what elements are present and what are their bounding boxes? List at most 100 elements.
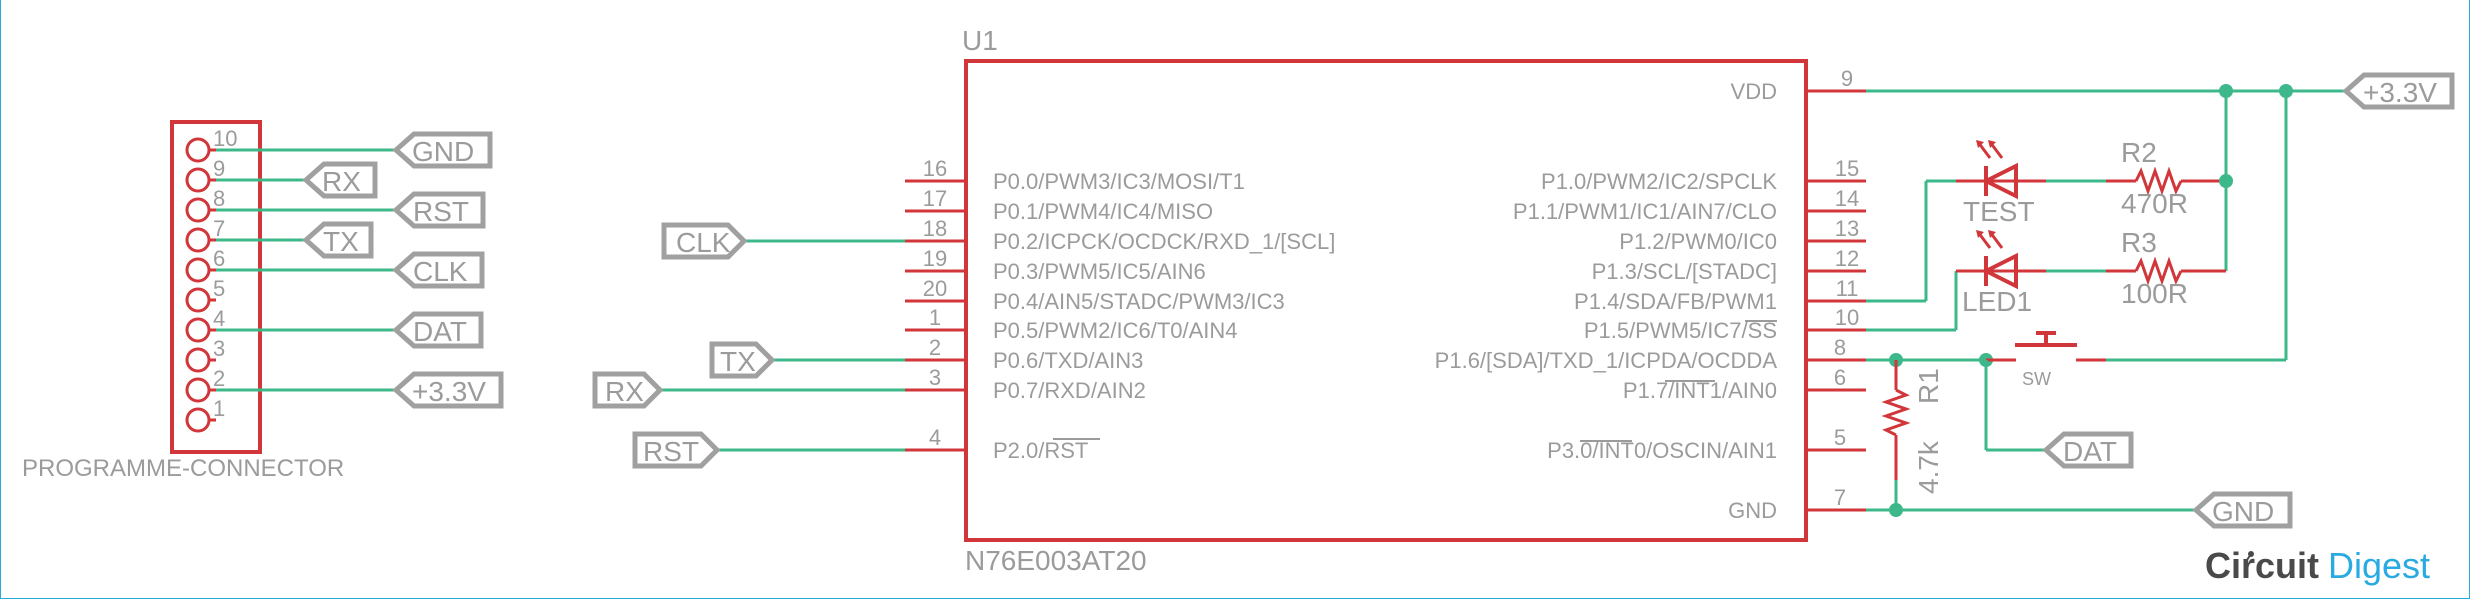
push-switch-sw: SW [2015, 331, 2286, 389]
ic-pin-number: 8 [1834, 335, 1846, 360]
ic-pin-function: P0.4/AIN5/STADC/PWM3/IC3 [993, 289, 1285, 314]
ic-pin-number: 4 [929, 425, 941, 450]
net-label-clk-ic: CLK [661, 222, 748, 260]
ic-pin-number: 16 [923, 156, 947, 181]
r2-ref: R2 [2121, 137, 2157, 168]
ic-pin-number: 14 [1835, 186, 1859, 211]
svg-text:DAT: DAT [413, 316, 467, 347]
svg-text:RX: RX [322, 166, 361, 197]
ground-net: GND [1866, 491, 2293, 529]
svg-text:CLK: CLK [676, 227, 731, 258]
svg-text:GND: GND [2212, 496, 2274, 527]
ic-pin-number: 5 [1834, 425, 1846, 450]
ic-pin-function: P0.2/ICPCK/OCDCK/RXD_1/[SCL] [993, 229, 1335, 254]
ic-pin-function: VDD [1731, 79, 1777, 104]
svg-text:RST: RST [643, 436, 699, 467]
net-label-gnd: GND [392, 131, 493, 169]
r1-value: 4.7k [1913, 440, 1944, 494]
ic-pin-number: 12 [1835, 246, 1859, 271]
net-label-tx: TX [302, 221, 374, 259]
ic-pin-function: P1.6/[SDA]/TXD_1/ICPDA/OCDDA [1435, 348, 1778, 373]
r3-ref: R3 [2121, 227, 2157, 258]
net-label-tx-ic: TX [709, 341, 776, 379]
ic-pin-number: 7 [1834, 485, 1846, 510]
ic-pin-function: P0.6/TXD/AIN3 [993, 348, 1143, 373]
ic-pin-function: P1.4/SDA/FB/PWM1 [1574, 289, 1777, 314]
power-rail: +3.3V [1866, 72, 2455, 360]
led-test: TEST [1866, 140, 2046, 303]
svg-text:+3.3V: +3.3V [412, 376, 486, 407]
ic-pin-number: 10 [1835, 305, 1859, 330]
net-label-dat: DAT [392, 311, 484, 349]
connector-pin-number: 6 [213, 246, 225, 271]
ic-pin-number: 17 [923, 186, 947, 211]
connector-pin-number: 1 [213, 396, 225, 421]
ic-pin-function: P0.7/RXD/AIN2 [993, 378, 1146, 403]
ic-pin-function: P3.0/INT0/OSCIN/AIN1 [1547, 438, 1777, 463]
ic-pin-number: 6 [1834, 365, 1846, 390]
ic-pin-number: 3 [929, 365, 941, 390]
ic-part-number: N76E003AT20 [965, 545, 1147, 576]
net-label-3v3: +3.3V [392, 371, 504, 409]
r1-ref: R1 [1913, 368, 1944, 404]
svg-text:DAT: DAT [2063, 436, 2117, 467]
ic-pin-function: P0.3/PWM5/IC5/AIN6 [993, 259, 1206, 284]
svg-text:TX: TX [720, 346, 756, 377]
svg-text:GND: GND [412, 136, 474, 167]
ic-pin-function: P1.7/INT1/AIN0 [1623, 378, 1777, 403]
ic-pin-function: P1.5/PWM5/IC7/SS [1584, 318, 1777, 343]
svg-text:RX: RX [605, 376, 644, 407]
connector-pin-number: 3 [213, 336, 225, 361]
led-1: LED1 [1866, 230, 2046, 332]
ic-left-nets: CLK TX RX RST [592, 222, 905, 469]
programme-connector: 10 9 8 7 6 5 4 3 2 1 PROGRAMME-CONNECTOR [22, 120, 344, 482]
net-label-gnd-right: GND [2192, 491, 2293, 529]
connector-pin-number: 4 [213, 306, 225, 331]
connector-pin-number: 10 [213, 126, 237, 151]
led-test-ref: TEST [1963, 196, 2035, 227]
svg-text:RST: RST [413, 196, 469, 227]
reset-switch-net: DAT [1866, 353, 2134, 469]
resistor-r1: R1 4.7k [1881, 360, 1944, 510]
net-label-3v3-right: +3.3V [2342, 72, 2455, 110]
resistor-r3: R3 100R [2046, 227, 2226, 309]
brand-digest: Digest [2328, 545, 2430, 586]
svg-text:TX: TX [323, 226, 359, 257]
r2-value: 470R [2121, 188, 2188, 219]
connector-nets: GND RX RST TX CLK DAT +3.3V [216, 131, 504, 409]
connector-pins [185, 137, 216, 433]
net-label-rst: RST [392, 191, 486, 229]
ic-pin-number: 11 [1836, 276, 1859, 301]
circuitdigest-logo: Circuit Digest [2205, 545, 2430, 586]
ic-ref: U1 [962, 25, 998, 56]
connector-pin-number: 8 [213, 186, 225, 211]
connector-name: PROGRAMME-CONNECTOR [22, 455, 344, 482]
net-label-rx-ic: RX [592, 371, 664, 409]
connector-pin-number: 5 [213, 276, 225, 301]
connector-pin-number: 9 [213, 156, 225, 181]
ic-pin-function: P0.0/PWM3/IC3/MOSI/T1 [993, 169, 1245, 194]
ic-pin-number: 15 [1835, 156, 1859, 181]
ic-pin-number: 18 [923, 216, 947, 241]
ic-pin-number: 20 [923, 276, 947, 301]
connector-pin-number: 2 [213, 366, 225, 391]
ic-pin-number: 9 [1841, 66, 1853, 91]
ic-u1: U1 N76E003AT20 16 17 18 19 20 1 2 3 4 P0… [905, 25, 1866, 576]
ic-pin-function: GND [1728, 498, 1777, 523]
ic-pin-function: P1.1/PWM1/IC1/AIN7/CLO [1513, 199, 1777, 224]
ic-pin-function: P1.0/PWM2/IC2/SPCLK [1541, 169, 1777, 194]
led1-ref: LED1 [1962, 286, 2032, 317]
r3-value: 100R [2121, 278, 2188, 309]
ic-pin-function: P1.2/PWM0/IC0 [1619, 229, 1777, 254]
net-label-clk: CLK [392, 251, 485, 289]
brand-circuit: Circuit [2205, 545, 2319, 586]
ic-pin-function: P2.0/RST [993, 438, 1088, 463]
ic-left-pins [905, 179, 966, 452]
ic-pin-number: 19 [923, 246, 947, 271]
ic-right-pins [1806, 89, 1866, 512]
net-label-rst-ic: RST [632, 431, 721, 469]
ic-pin-number: 2 [929, 335, 941, 360]
ic-pin-function: P1.3/SCL/[STADC] [1592, 259, 1777, 284]
sw-ref: SW [2022, 369, 2051, 389]
